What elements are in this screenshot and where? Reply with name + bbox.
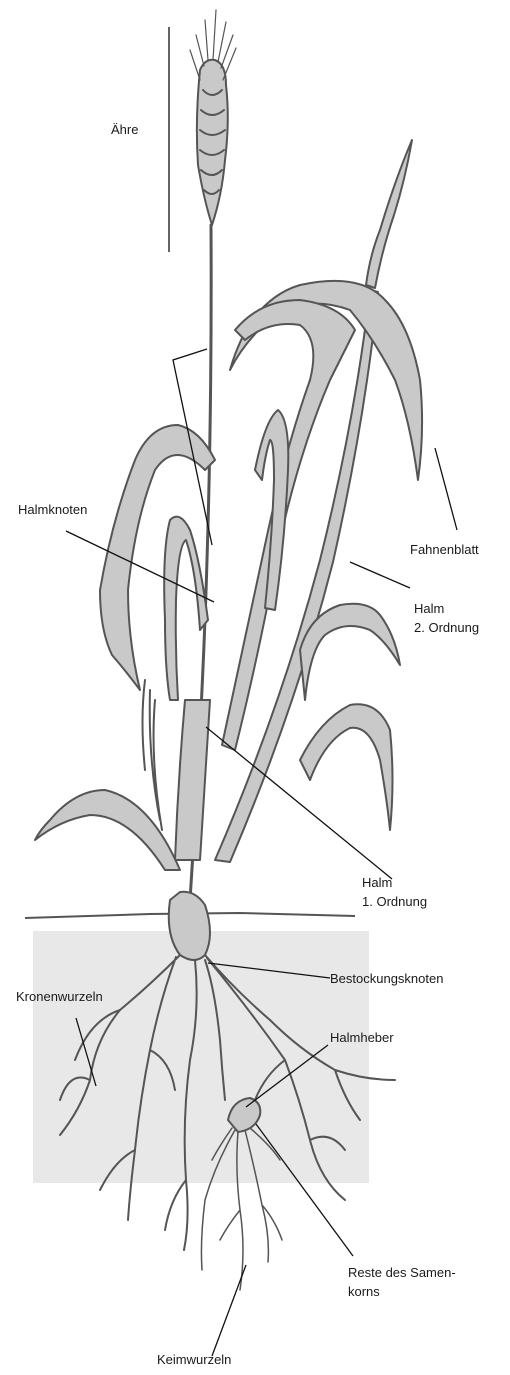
keimwurzeln-leader (212, 1265, 246, 1356)
label-halmknoten: Halmknoten (18, 500, 87, 519)
fahnenblatt-leader (435, 448, 457, 530)
label-kronenwurzeln: Kronenwurzeln (16, 987, 103, 1006)
leaf-far-right (366, 140, 412, 288)
leaf-right-drooping (300, 704, 393, 830)
label-halm-2-line2: 2. Ordnung (414, 618, 479, 637)
ear (190, 10, 236, 225)
lower-stems (175, 700, 210, 860)
label-halm-2-ordnung: Halm 2. Ordnung (414, 599, 479, 637)
label-halm-1-line2: 1. Ordnung (362, 892, 427, 911)
soil-area (33, 931, 369, 1183)
label-halm-1-line1: Halm (362, 873, 427, 892)
label-bestockungsknoten: Bestockungsknoten (330, 969, 443, 988)
label-fahnenblatt: Fahnenblatt (410, 540, 479, 559)
label-halm-1-ordnung: Halm 1. Ordnung (362, 873, 427, 911)
label-reste-line1: Reste des Samen- (348, 1263, 456, 1282)
label-ahre: Ähre (111, 120, 138, 139)
label-reste-line2: korns (348, 1282, 456, 1301)
label-halmheber: Halmheber (330, 1028, 394, 1047)
label-reste-des-samenkorns: Reste des Samen- korns (348, 1263, 456, 1301)
halm2-leader (350, 562, 410, 588)
culm-second-order (215, 290, 378, 862)
label-halm-2-line1: Halm (414, 599, 479, 618)
label-keimwurzeln: Keimwurzeln (157, 1350, 231, 1369)
halm1-leader (206, 727, 392, 879)
leaf-lower-left-blades (143, 680, 163, 830)
